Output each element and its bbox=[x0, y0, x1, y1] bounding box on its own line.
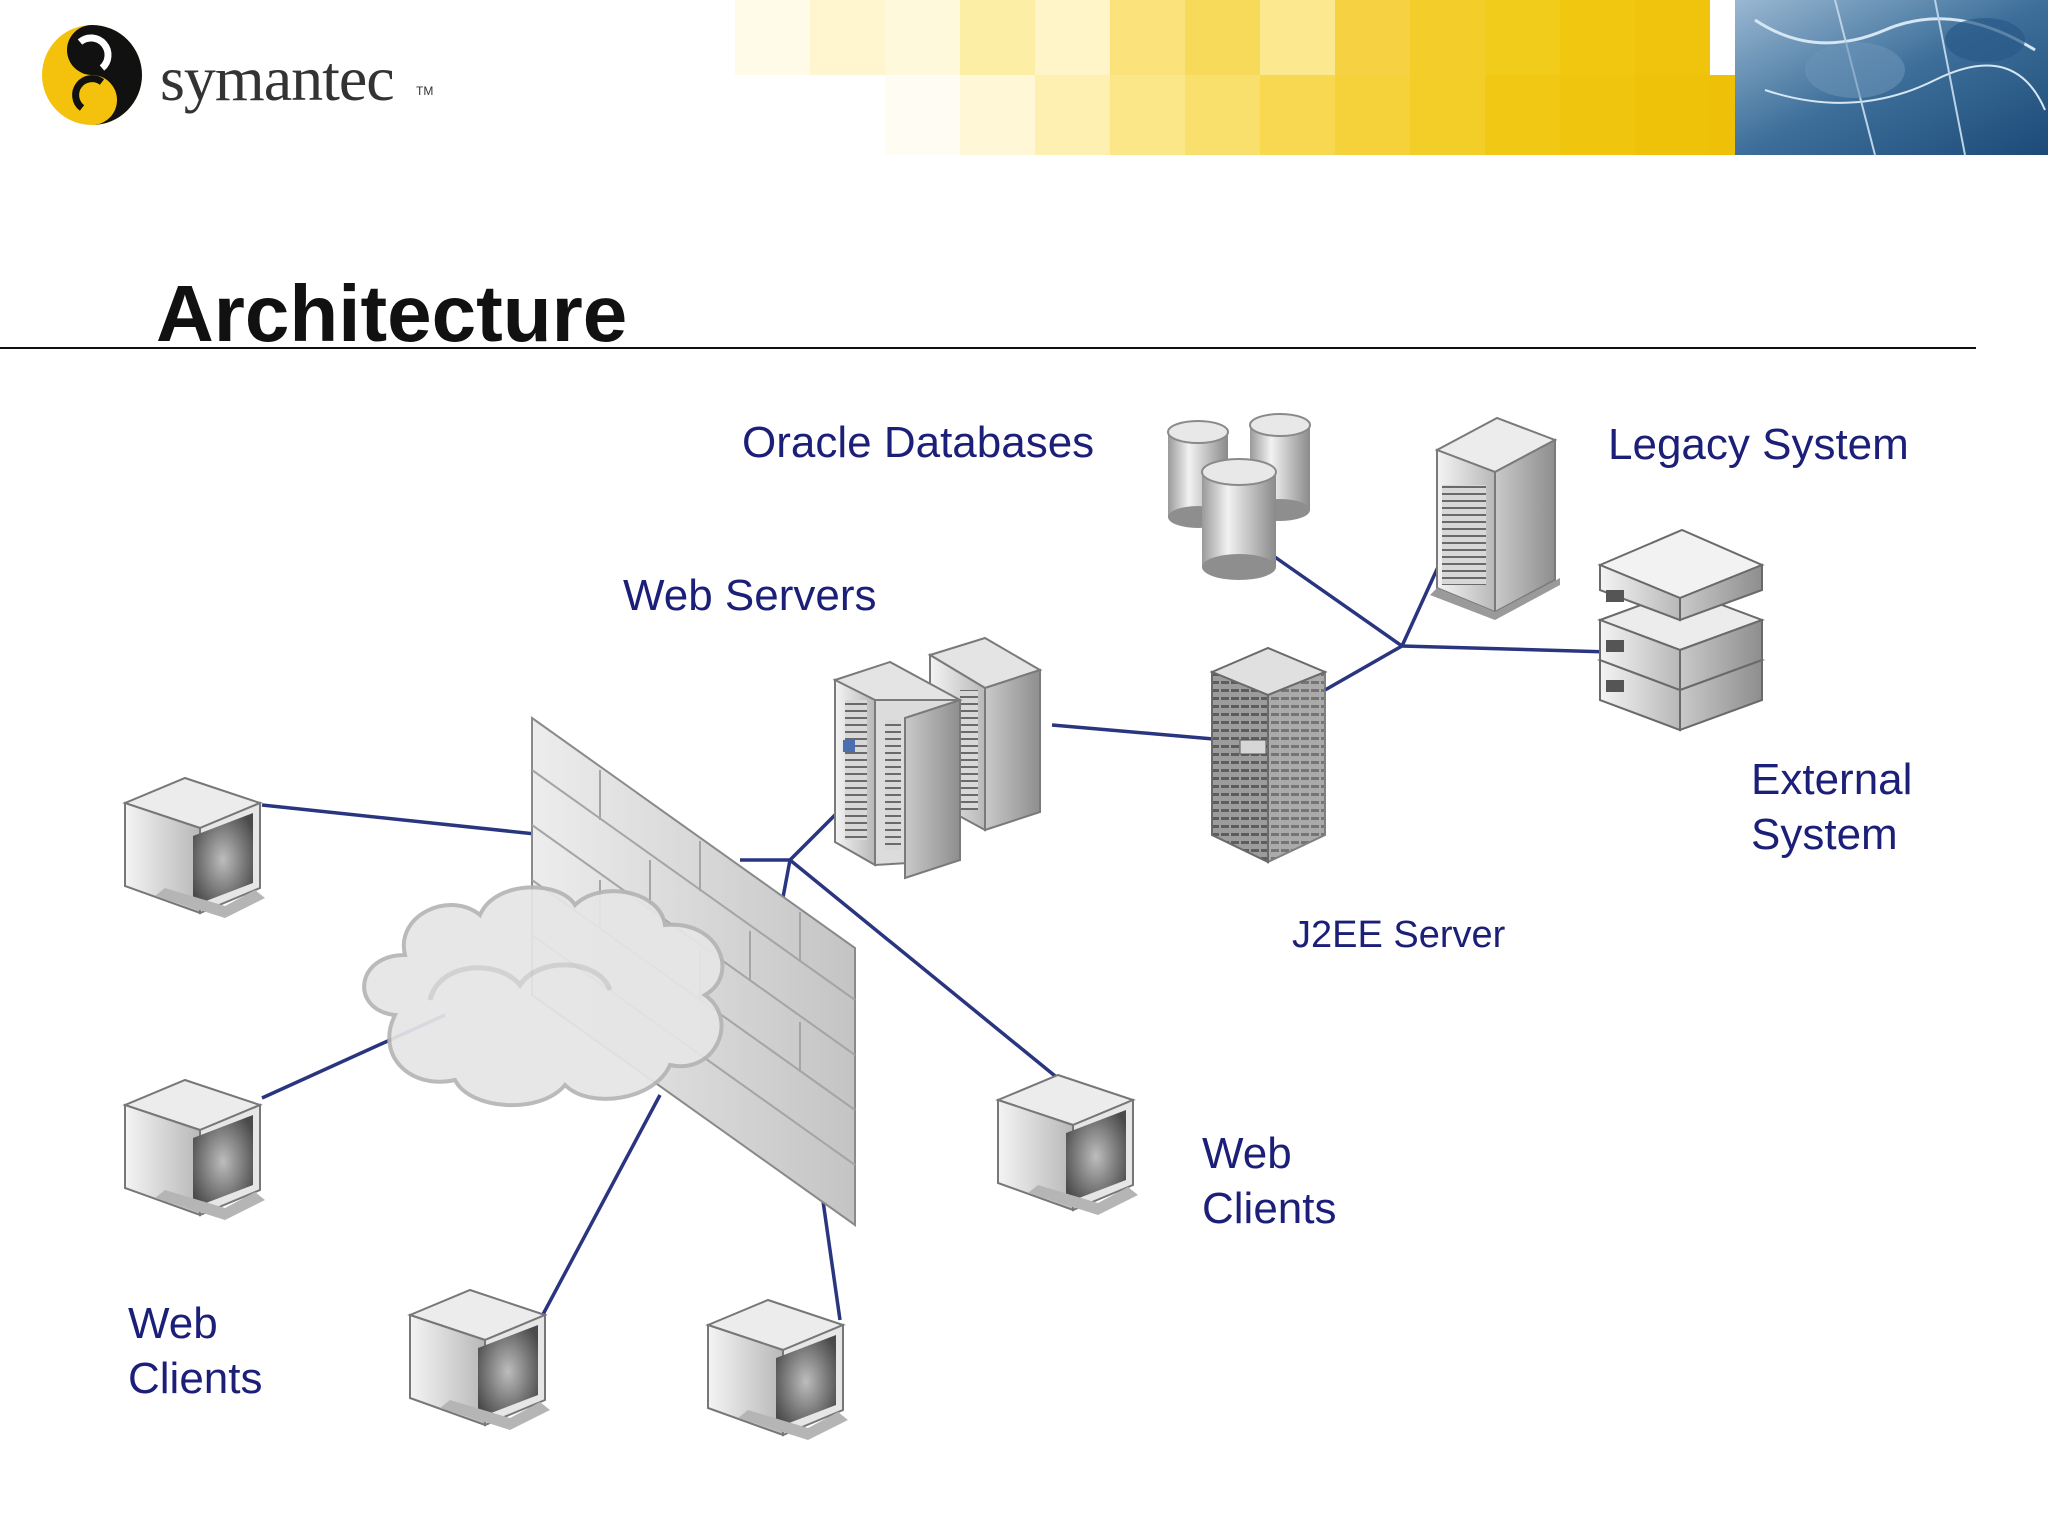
symantec-logo: symantec TM bbox=[36, 22, 456, 132]
web-client-monitor-icon bbox=[995, 1073, 1138, 1215]
web-client-monitor-icon bbox=[122, 1078, 265, 1220]
database-cylinder-icon bbox=[1201, 458, 1277, 580]
external-system-icon bbox=[1597, 528, 1765, 732]
label-web-clients-left-line1: Web bbox=[128, 1299, 218, 1348]
j2ee-server-icon bbox=[1209, 646, 1328, 864]
oracle-databases-icon bbox=[1167, 413, 1311, 580]
label-web-clients-right: Web Clients bbox=[1202, 1126, 1337, 1236]
label-external-system-line2: System bbox=[1751, 810, 1898, 859]
connector-client-to-cloud-2 bbox=[538, 1094, 662, 1321]
label-oracle-databases: Oracle Databases bbox=[742, 418, 1095, 467]
connector-client-to-firewall bbox=[261, 803, 546, 837]
connector-client-to-webservers bbox=[788, 858, 1062, 1082]
title-divider bbox=[0, 347, 1976, 349]
connector-j2ee-to-hub bbox=[1324, 644, 1403, 692]
logo-wordmark: symantec bbox=[160, 43, 395, 114]
header-banner bbox=[735, 0, 2048, 155]
external-unit-icon bbox=[1597, 528, 1765, 622]
connector-hub-to-databases bbox=[1270, 553, 1404, 648]
connector-hub-to-external bbox=[1401, 644, 1611, 654]
label-j2ee-server: J2EE Server bbox=[1292, 914, 1506, 956]
symantec-logo-icon bbox=[42, 25, 142, 125]
architecture-diagram bbox=[122, 413, 1765, 1440]
legacy-system-icon bbox=[1430, 416, 1560, 620]
internet-cloud-icon bbox=[362, 885, 725, 1107]
label-external-system-line1: External bbox=[1751, 755, 1913, 804]
label-web-clients-left: Web Clients bbox=[128, 1296, 263, 1406]
connector-webservers-to-j2ee bbox=[1051, 723, 1226, 742]
web-client-monitor-icon bbox=[407, 1288, 550, 1430]
web-servers-icon bbox=[832, 636, 1043, 880]
web-client-monitor-icon bbox=[705, 1298, 848, 1440]
label-web-clients-left-line2: Clients bbox=[128, 1354, 263, 1403]
label-legacy-system: Legacy System bbox=[1608, 420, 1909, 469]
label-web-clients-right-line1: Web bbox=[1202, 1129, 1292, 1178]
web-client-monitor-icon bbox=[122, 776, 265, 918]
label-web-servers: Web Servers bbox=[623, 571, 877, 620]
slide-title: Architecture bbox=[156, 269, 628, 358]
label-web-clients-right-line2: Clients bbox=[1202, 1184, 1337, 1233]
label-external-system: External System bbox=[1751, 752, 1912, 862]
logo-trademark: TM bbox=[416, 84, 434, 98]
